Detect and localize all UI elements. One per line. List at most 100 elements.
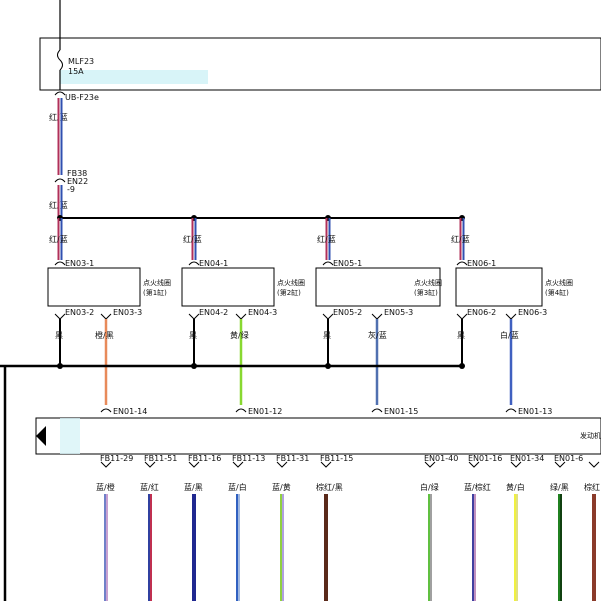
ecu-bottom-pin-2: FB11-51 蓝/红 xyxy=(140,454,177,601)
fuse-id: MLF23 xyxy=(68,57,94,66)
coil-1-wire-in: 红/蓝 xyxy=(49,234,68,244)
ecu-bottom-pin-10: EN01-6 绿/黑 xyxy=(550,454,583,601)
ecu-bottom-pin-4: FB11-13蓝/白 xyxy=(228,454,265,601)
ecu-bottom-pin-label: FB11-51 xyxy=(144,454,177,463)
ecu-bottom-wire-color: 棕红/黑 xyxy=(316,482,343,492)
coil-3-cylinder: (第3缸) xyxy=(414,288,438,297)
coil-1-box xyxy=(47,267,141,307)
ecu-bottom-wire-color: 蓝/橙 xyxy=(96,482,115,492)
ecu-bottom-wire-color: 蓝/白 xyxy=(228,482,247,492)
ecu-label: 发动机 xyxy=(580,431,601,440)
coil-4-box xyxy=(455,267,543,307)
coil-1-pin-out-right: EN03-3 xyxy=(113,308,142,317)
coil-4-ground-color: 黑 xyxy=(457,331,465,340)
ecu-bottom-wire-color: 蓝/黑 xyxy=(184,482,203,492)
coil-3-out-right-icon xyxy=(371,313,383,320)
coil-2-pin-out-left: EN04-2 xyxy=(199,308,228,317)
coil-1-name: 点火线圈 xyxy=(143,278,171,287)
coil-2-out-left-icon xyxy=(188,313,200,320)
coil-4-pin-in: EN06-1 xyxy=(467,259,496,268)
coil-3-box xyxy=(315,267,441,307)
ecu-panel-highlight xyxy=(60,418,80,454)
coil-2-out-right-icon xyxy=(235,313,247,320)
ecu-bottom-pin-7: EN01-40白/绿 xyxy=(420,454,458,601)
coil-4-signal-color: 白/蓝 xyxy=(500,330,519,340)
ecu-bottom-wire-color: 黄/白 xyxy=(506,482,525,492)
ecu-arrow-icon xyxy=(36,426,46,446)
coil-4-name: 点火线圈 xyxy=(545,278,573,287)
coil-4-wire-in: 红/蓝 xyxy=(451,234,470,244)
coil-3-wire-in: 红/蓝 xyxy=(317,234,336,244)
coil-2-signal-color: 黄/绿 xyxy=(230,330,249,340)
connector-mid-line2: EN22 xyxy=(67,177,88,186)
ecu-bottom-wire-color: 蓝/红 xyxy=(140,482,159,492)
ecu-bottom-pin-icon xyxy=(554,461,566,468)
coil-1-pin-out-left: EN03-2 xyxy=(65,308,94,317)
ecu-bottom-pin-3: FB11-16蓝/黑 xyxy=(184,454,221,601)
ecu-bottom-pin-label: EN01-16 xyxy=(468,454,502,463)
coil-2-ecu-pin: EN01-12 xyxy=(248,407,282,416)
coil-1-signal-color: 橙/黑 xyxy=(95,330,114,340)
coil-4-pin-out-left: EN06-2 xyxy=(467,308,496,317)
coil-2-ecu-connector-icon xyxy=(235,408,247,413)
ecu-bottom-pin-icon xyxy=(320,461,332,468)
coil-1-ecu-connector-icon xyxy=(100,408,112,413)
coil-4-ecu-pin: EN01-13 xyxy=(518,407,552,416)
ecu-bottom-pin-1: FB11-29 蓝/橙 xyxy=(96,454,133,601)
coil-3-ecu-connector-icon xyxy=(371,408,383,413)
ecu-bottom-wire-color: 棕红 xyxy=(584,482,600,492)
ecu-bottom-pin-5: FB11-31蓝/黄 xyxy=(272,454,309,601)
ecu-bottom-wire-color: 绿/黑 xyxy=(550,483,569,492)
coil-4-out-left-icon xyxy=(456,313,468,320)
coil-2-pin-out-right: EN04-3 xyxy=(248,308,277,317)
coil-3-pin-out-left: EN05-2 xyxy=(333,308,362,317)
ecu-bottom-pin-9: EN01-34 黄/白 xyxy=(506,454,544,601)
coil-3: 红/蓝 EN05-1 点火线圈 (第3缸) EN05-2 EN05-3 黑 灰/… xyxy=(315,218,442,416)
coil-4-connector-icon xyxy=(456,261,468,266)
coil-2-ground-color: 黑 xyxy=(189,331,197,340)
coil-2: 红/蓝 EN04-1 点火线圈 (第2缸) EN04-2 EN04-3 黑 黄/… xyxy=(181,218,305,416)
fuse-icon xyxy=(57,49,63,71)
connector-icon-fuse-out xyxy=(54,91,66,96)
coil-1-pin-in: EN03-1 xyxy=(65,259,94,268)
coil-3-name: 点火线圈 xyxy=(414,278,442,287)
ecu-bottom-pin-icon xyxy=(588,461,600,468)
ecu-bottom-pin-icon xyxy=(510,461,522,468)
coil-2-connector-icon xyxy=(188,261,200,266)
ecu-bottom-pin-label: EN01-6 xyxy=(554,454,583,463)
coil-1-ecu-pin: EN01-14 xyxy=(113,407,147,416)
ecu-bottom-pin-icon xyxy=(468,461,480,468)
ecu-bottom-pin-8: EN01-16蓝/棕红 xyxy=(464,454,502,601)
ground-splice-4 xyxy=(459,363,465,369)
ecu-bottom-pin-label: FB11-29 xyxy=(100,454,133,463)
ecu-bottom-pin-label: EN01-34 xyxy=(510,454,544,463)
ecu-bottom-pin-icon xyxy=(144,461,156,468)
coil-3-signal-color: 灰/蓝 xyxy=(368,330,387,340)
ecu-bottom-pin-icon xyxy=(100,461,112,468)
coil-3-ecu-pin: EN01-15 xyxy=(384,407,418,416)
ecu-bottom-pin-label: FB11-15 xyxy=(320,454,353,463)
connector-mid-line1: FB38 xyxy=(67,169,87,178)
ecu-bottom-pin-icon xyxy=(188,461,200,468)
coil-1-cylinder: (第1缸) xyxy=(143,288,167,297)
ecu-bottom-wire-color: 白/绿 xyxy=(420,482,439,492)
coil-2-name: 点火线圈 xyxy=(277,278,305,287)
ecu-bottom-wire-color: 蓝/黄 xyxy=(272,482,291,492)
coil-2-box xyxy=(181,267,275,307)
ecu-bottom-pins: FB11-29 蓝/橙 FB11-51 蓝/红 FB11-16蓝/黑FB11-13蓝/白… xyxy=(96,454,600,601)
coil-4-ecu-connector-icon xyxy=(505,408,517,413)
fuse-box-out-pin: UB-F23e xyxy=(65,93,99,102)
coil-4-pin-out-right: EN06-3 xyxy=(518,308,547,317)
coil-1-out-right-icon xyxy=(100,313,112,320)
coil-2-pin-in: EN04-1 xyxy=(199,259,228,268)
coil-4-cylinder: (第4缸) xyxy=(545,288,569,297)
coil-1-connector-icon xyxy=(54,261,66,266)
ecu-bottom-pin-11: 棕红 xyxy=(584,461,600,601)
ecu-panel xyxy=(35,417,601,455)
connector-icon-mid xyxy=(54,178,66,183)
coil-1-out-left-icon xyxy=(54,313,66,320)
fuse-panel-highlight xyxy=(60,70,208,84)
fuse-rating: 15A xyxy=(68,67,84,76)
